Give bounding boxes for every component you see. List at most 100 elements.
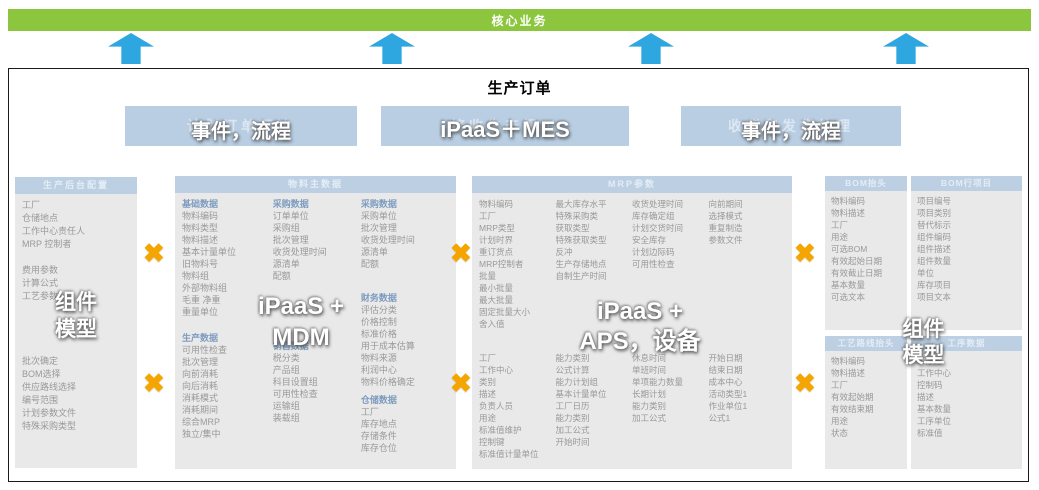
list-item: 仓储地点 (22, 213, 59, 223)
section-title: 仓储数据 (360, 395, 397, 405)
list-item: 休息时间 (632, 353, 667, 363)
list-item: 产品组 (272, 365, 300, 375)
list-item: 物料描述 (182, 235, 219, 245)
list-item: 物料类型 (182, 223, 219, 233)
list-item: 描述 (479, 389, 497, 399)
list-item: 工厂 (831, 220, 849, 230)
main-title: 生产订单 (487, 80, 552, 97)
mrp-column: 工厂工作中心类别描述负责人员用途标准值维护控制键标准值计量单位 (479, 352, 556, 460)
section-title: 采购数据 (272, 199, 309, 209)
list-item (22, 316, 130, 329)
list-item: 特殊获取类型 (555, 235, 607, 245)
list-item: 重订货点 (479, 247, 514, 257)
list-item: 旧物料号 (182, 259, 219, 269)
list-item: 库存确定组 (632, 211, 675, 221)
list-item (22, 303, 130, 316)
process-box-base-label: 接收生产报工 (451, 118, 559, 134)
list-item: 开始时间 (555, 437, 590, 447)
up-arrow-icon (628, 33, 674, 64)
mrp-column: 收货处理时间库存确定组计划交货时间安全库存计划边际码可用性检查 (632, 198, 709, 352)
list-item: 最大批量 (479, 295, 514, 305)
list-item: 利润中心 (360, 365, 397, 375)
list-item: 特殊采购类型 (22, 421, 77, 431)
list-item: 供应路线选择 (22, 382, 77, 392)
x-connector-icon: ✖ (794, 238, 816, 268)
list-item: 描述 (917, 392, 935, 402)
list-item: 长期计划 (632, 389, 667, 399)
process-box-goods-movement: 收货和发货处理 (681, 106, 901, 146)
list-item: 计划时界 (479, 235, 514, 245)
list-item: 工厂 (479, 353, 497, 363)
panel-header: MRP参数 (472, 176, 792, 193)
list-item: 有效起始期 (831, 392, 874, 402)
panel-header: 工序数据 (911, 336, 1022, 351)
list-item: 项目文本 (917, 292, 952, 302)
list-item: 物料描述 (831, 208, 866, 218)
panel-material-master: 物料主数据 基础数据物料编码物料类型物料描述基本计量单位旧物料号物料组外部物料组… (175, 176, 456, 469)
list-item: 存储条件 (360, 431, 397, 441)
list-item: 独立/集中 (182, 429, 221, 439)
list-item: 工作中心 (917, 368, 952, 378)
list-item: 库存项目 (917, 280, 952, 290)
list-item: BOM选择 (22, 369, 61, 379)
panel-item-list: 工序号工作中心控制码描述基本数量工序单位标准值 (911, 351, 1022, 443)
list-item: 订单单位 (272, 211, 309, 221)
x-connector-icon: ✖ (450, 368, 472, 398)
list-item: 计划参数文件 (22, 408, 77, 418)
core-business-bar: 核心业务 (8, 9, 1031, 31)
process-box-plan-release: 计划订单下达 (125, 106, 357, 146)
list-item: 消耗模式 (182, 393, 219, 403)
list-item: 库存地点 (360, 419, 397, 429)
list-item: 自制生产时间 (555, 271, 607, 281)
list-item: 项目编号 (917, 196, 952, 206)
list-item: 基本计量单位 (555, 389, 607, 399)
list-item: 公式计算 (555, 365, 590, 375)
list-item: 组件数量 (917, 256, 952, 266)
list-item: 批次管理 (182, 357, 219, 367)
list-item: 能力类别 (632, 401, 667, 411)
list-item: 工作中心 (479, 365, 514, 375)
mrp-column: 休息时间单班时间单项能力数量长期计划能力类别加工公式 (632, 352, 709, 460)
list-item: 批次管理 (272, 235, 309, 245)
list-item: 物料价格确定 (360, 377, 415, 387)
list-item: 物料组 (182, 271, 210, 281)
list-item: 单位 (917, 268, 935, 278)
list-item: 工序号 (917, 356, 943, 366)
list-item (22, 329, 130, 342)
list-item: 批量 (479, 271, 497, 281)
list-item: 收货处理时间 (360, 235, 415, 245)
list-item: 向前期间 (708, 199, 743, 209)
list-item: 工序单位 (917, 416, 952, 426)
section-title: 生产数据 (182, 333, 219, 343)
list-item (22, 342, 130, 355)
list-item: 公式1 (708, 413, 731, 423)
list-item: 工厂 (831, 380, 849, 390)
list-item: 源清单 (360, 247, 388, 257)
list-item: 基本数量 (831, 280, 866, 290)
x-connector-icon: ✖ (794, 368, 816, 398)
list-item: 科目设置组 (272, 377, 318, 387)
list-item: 税分类 (272, 353, 300, 363)
list-item: 编号范围 (22, 395, 59, 405)
list-item: 反冲 (555, 247, 573, 257)
list-item: 替代标示 (917, 220, 952, 230)
panel-columns: 基础数据物料编码物料类型物料描述基本计量单位旧物料号物料组外部物料组毛重 净重重… (175, 193, 456, 459)
core-business-label: 核心业务 (491, 13, 548, 28)
material-column-finance-storage: 采购数据采购单位批次管理收货处理时间源清单配额财务数据评估分类价格控制标准价格用… (361, 198, 449, 454)
list-item: MRP控制者 (479, 259, 524, 269)
list-item: 批次管理 (360, 223, 397, 233)
list-item: 标准价格 (360, 329, 397, 339)
list-item: 活动类型1 (708, 389, 748, 399)
list-item: 收货处理时间 (272, 247, 327, 257)
list-item: 工厂 (360, 407, 379, 417)
list-item: 配额 (360, 259, 379, 269)
list-item: 可选BOM (831, 244, 868, 254)
list-item: 获取类型 (555, 223, 590, 233)
